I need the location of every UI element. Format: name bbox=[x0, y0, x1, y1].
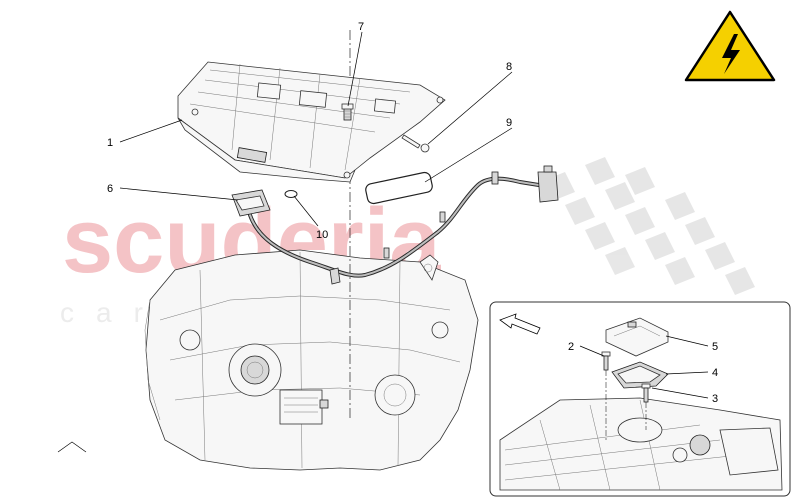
callout-8: 8 bbox=[506, 61, 512, 73]
high-voltage-warning-icon bbox=[684, 10, 776, 82]
callout-3: 3 bbox=[712, 393, 718, 405]
gasket-part-9 bbox=[365, 171, 433, 205]
checkered-flag-watermark bbox=[545, 157, 755, 295]
wiring-harness bbox=[231, 165, 559, 285]
callout-7: 7 bbox=[358, 21, 364, 33]
callout-2: 2 bbox=[568, 341, 574, 353]
screw-part-8 bbox=[401, 134, 430, 153]
callout-1: 1 bbox=[107, 137, 113, 149]
direction-arrow-icon bbox=[499, 313, 541, 335]
callout-5: 5 bbox=[712, 341, 718, 353]
cover-plate-part-5 bbox=[605, 317, 669, 357]
leader-lines bbox=[57, 31, 709, 453]
callout-10: 10 bbox=[316, 229, 328, 241]
transmission-housing bbox=[144, 249, 479, 471]
o-ring-part-10 bbox=[284, 190, 298, 198]
orientation-caret bbox=[57, 441, 87, 453]
callout-4: 4 bbox=[712, 367, 718, 379]
harness-connector-right bbox=[537, 171, 559, 203]
bolt-part-7 bbox=[341, 103, 354, 121]
identification-plate bbox=[279, 389, 323, 425]
callout-9: 9 bbox=[506, 117, 512, 129]
inset-detail-view bbox=[489, 301, 791, 497]
control-unit bbox=[177, 61, 446, 183]
callout-6: 6 bbox=[107, 183, 113, 195]
